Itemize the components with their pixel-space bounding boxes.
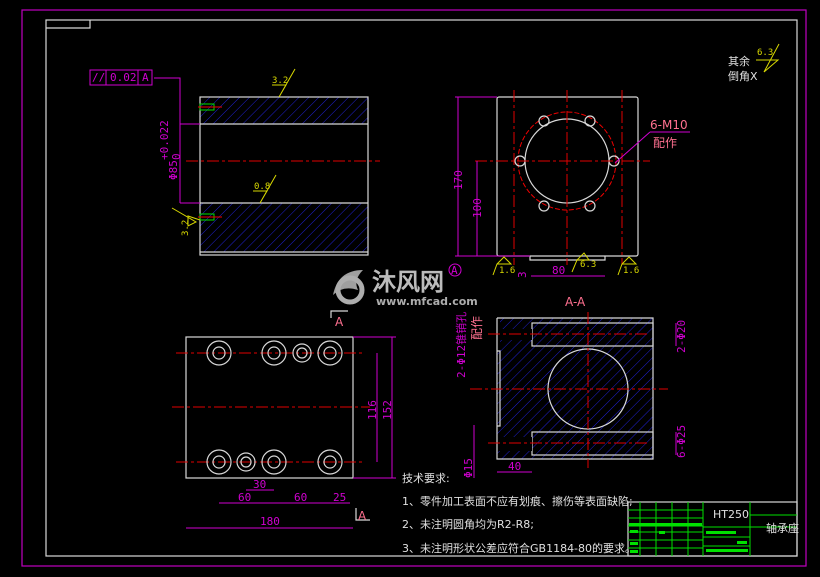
roughness-left: 1.6 <box>499 266 515 276</box>
roughness-top: 3.2 <box>272 76 288 86</box>
datum-label: A <box>451 264 458 277</box>
dim-25: 25 <box>333 491 346 504</box>
height-dim: 170 <box>452 170 465 190</box>
note-item: 2、未注明圆角均为R2-R8; <box>402 517 534 531</box>
material: HT250 <box>713 508 749 521</box>
roughness-symbol-icon <box>253 174 277 204</box>
part-name: 轴承座 <box>766 521 799 535</box>
bore-tol-lower: 0 <box>170 153 183 160</box>
general-roughness: 其余 倒角X 6.3 <box>728 43 780 83</box>
roughness-symbol-icon <box>756 43 780 73</box>
roughness-label-2: 倒角X <box>728 70 758 83</box>
pin-note: 2-Φ12锥销孔 <box>454 312 468 378</box>
dim-60-b: 60 <box>294 491 307 504</box>
center-height-dim: 100 <box>471 198 484 218</box>
roughness-left: 3.2 <box>181 220 191 236</box>
roughness-value: 6.3 <box>757 48 773 58</box>
tolerance-datum: A <box>142 71 149 84</box>
bore-dim: Φ85 <box>167 160 180 180</box>
bottom-holes-dim: 6-Φ25 <box>675 425 688 458</box>
watermark-logo: 沐风网 www.mfcad.com <box>333 268 478 308</box>
top-holes-dim: 2-Φ20 <box>675 320 688 353</box>
inner-height-dim: 116 <box>366 400 379 420</box>
section-title: A-A <box>565 295 586 309</box>
section-marker-top: A <box>335 315 344 329</box>
top-right-view: 170 100 80 3 6-M10 配作 1.6 6.3 1.6 A <box>448 90 690 278</box>
tolerance-value: 0.02 <box>110 71 137 84</box>
bottom-view: 116 152 30 60 60 25 180 A A <box>172 310 396 529</box>
parallelism-symbol: // <box>92 71 105 84</box>
bore-tol-upper: +0.022 <box>158 120 171 160</box>
width-dim: 180 <box>260 515 280 528</box>
notch-width-dim: 80 <box>552 264 565 277</box>
dim-60-a: 60 <box>238 491 251 504</box>
notes-title: 技术要求: <box>402 472 450 485</box>
notch-depth-dim: 3 <box>516 271 529 278</box>
roughness-right: 1.6 <box>623 266 639 276</box>
section-marker-bottom: A <box>358 509 367 523</box>
outer-border <box>21 9 807 567</box>
roughness-label-1: 其余 <box>728 54 750 68</box>
note-item: 1、零件加工表面不应有划痕、擦伤等表面缺陷; <box>402 494 633 508</box>
outer-height-dim: 152 <box>381 400 394 420</box>
corner-box <box>46 20 91 29</box>
pin-note-2: 配作 <box>470 316 484 340</box>
thread-note: 6-M10 <box>650 118 688 132</box>
dim-30: 30 <box>253 478 266 491</box>
inner-border <box>45 19 798 557</box>
watermark-name: 沐风网 <box>372 268 444 296</box>
roughness-bore: 0.8 <box>254 182 270 192</box>
roughness-symbol-icon <box>272 68 296 98</box>
tolerance-frame: // 0.02 A <box>89 69 153 86</box>
thread-note-2: 配作 <box>653 136 677 150</box>
title-block: HT250 轴承座 <box>627 501 799 557</box>
roughness-mid: 6.3 <box>580 260 596 270</box>
width-dim: 40 <box>508 460 521 473</box>
datum-circle-icon <box>448 263 462 277</box>
roughness-symbol-icon <box>171 207 201 227</box>
section-view: A-A 2-Φ12锥销孔 配作 2-Φ20 6-Φ25 40 Φ15 <box>454 295 688 478</box>
small-dim: Φ15 <box>462 458 475 478</box>
watermark-url: www.mfcad.com <box>376 295 478 308</box>
technical-notes: 技术要求: 1、零件加工表面不应有划痕、擦伤等表面缺陷; 2、未注明圆角均为R2… <box>402 472 636 555</box>
top-left-view: // 0.02 A Φ85 +0.022 0 3.2 0.8 3.2 <box>89 68 380 256</box>
note-item: 3、未注明形状公差应符合GB1184-80的要求。 <box>402 541 636 555</box>
